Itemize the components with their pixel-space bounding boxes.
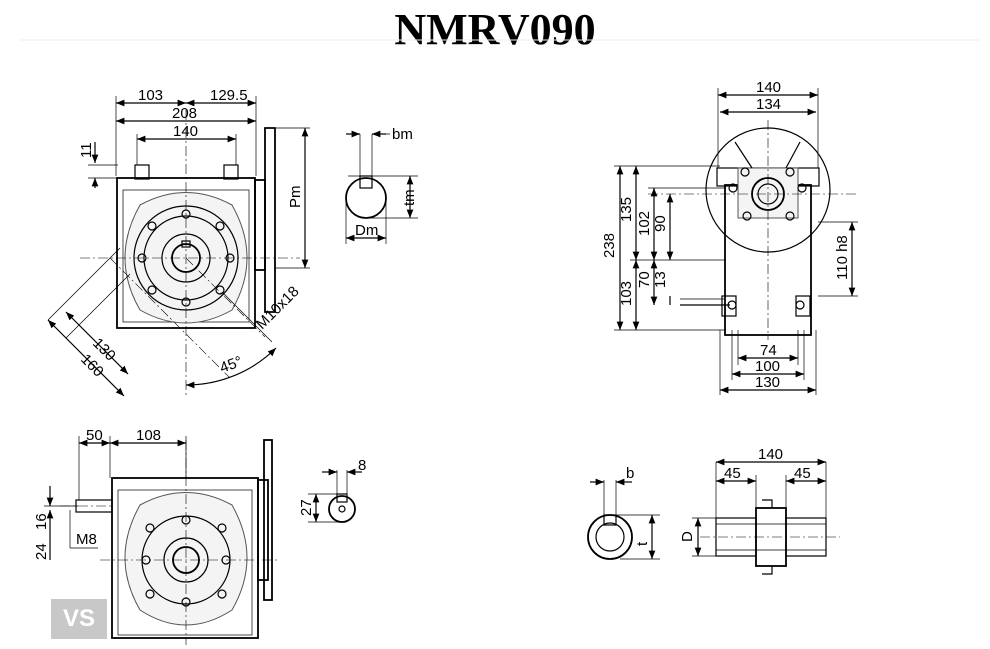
- drawing-title: NMRV090: [394, 5, 596, 54]
- label-angle: 45°: [218, 353, 245, 377]
- dim-d50: 50: [86, 427, 103, 444]
- label-d: D: [679, 531, 696, 542]
- dim-d108: 108: [136, 427, 161, 444]
- dim-shaft-left: 45: [724, 465, 741, 482]
- dim-h13: 13: [652, 271, 669, 288]
- hollow-key-detail: b t: [587, 465, 660, 560]
- dim-d16: 16: [33, 513, 50, 530]
- dim-shaft-right: 45: [794, 465, 811, 482]
- hollow-shaft-detail: 140 45 45 D: [679, 446, 840, 575]
- dim-key-width: 8: [358, 457, 366, 474]
- dim-flange-height: 11: [78, 142, 95, 158]
- dim-b100: 100: [755, 358, 780, 375]
- shaft-circle: [345, 177, 387, 219]
- dim-shaft-dia: 110 h8: [834, 235, 851, 280]
- label-m8: M8: [76, 531, 97, 548]
- label-tm: tm: [401, 189, 418, 206]
- label-b: b: [626, 465, 634, 482]
- dim-h135: 135: [618, 197, 635, 222]
- dim-shaft-length: 140: [758, 446, 783, 463]
- dim-w140: 140: [756, 79, 781, 96]
- dim-h103: 103: [618, 281, 635, 306]
- label-thread: M10x18: [253, 283, 303, 333]
- side-view: 140 134 238 135 102 90 103 70 13 110 h8: [601, 79, 858, 395]
- dim-overall-width: 208: [172, 105, 197, 122]
- dim-left-offset: 103: [138, 87, 163, 104]
- dim-b74: 74: [760, 342, 777, 359]
- label-t: t: [634, 541, 651, 546]
- dim-key-height: 27: [298, 499, 315, 516]
- front-view: 103 129.5 208 140 11 Pm 130 160 M10x18 4…: [47, 87, 310, 397]
- dim-h238: 238: [601, 233, 618, 258]
- bottom-view: 50 108 24 16 M8: [33, 427, 280, 645]
- dim-h102: 102: [636, 211, 653, 236]
- vs-badge: VS: [51, 599, 107, 639]
- dim-bolt-span: 140: [173, 123, 198, 140]
- label-dm: Dm: [355, 222, 378, 239]
- dim-h70: 70: [636, 271, 653, 288]
- small-key-detail: 8 27: [298, 457, 366, 523]
- dim-right-offset: 129.5: [210, 87, 248, 104]
- motor-flange: [254, 179, 266, 271]
- label-bm: bm: [392, 126, 413, 143]
- dim-b130: 130: [755, 374, 780, 391]
- dim-w134: 134: [756, 96, 781, 113]
- shaft-key-detail: bm tm Dm: [345, 126, 418, 244]
- dim-d24: 24: [33, 543, 50, 560]
- dim-pm: Pm: [287, 186, 304, 209]
- dim-h90: 90: [652, 215, 669, 232]
